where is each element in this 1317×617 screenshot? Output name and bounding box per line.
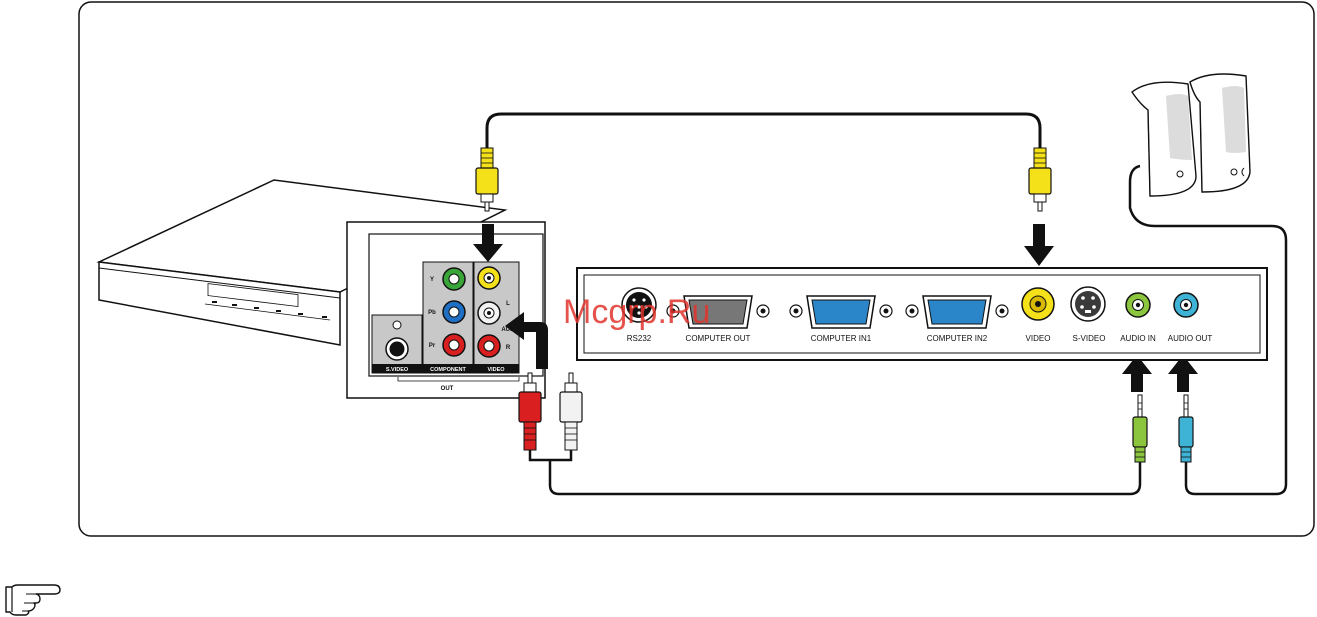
- dvd-y-label: Y: [430, 277, 434, 283]
- label-audio-in: AUDIO IN: [1120, 334, 1156, 343]
- watermark: Mcgrp.Ru: [563, 293, 710, 331]
- dvd-out-label: OUT: [441, 386, 454, 392]
- dvd-component-y-port: [443, 268, 465, 290]
- dvd-l-label: L: [506, 301, 510, 307]
- dvd-svideo-label: S.VIDEO: [386, 367, 409, 373]
- yellow-rca-plug-right: [1029, 148, 1051, 211]
- label-video: VIDEO: [1026, 334, 1051, 343]
- label-computer-in2: COMPUTER IN2: [927, 334, 988, 343]
- label-rs232: RS232: [627, 334, 652, 343]
- pointing-hand-icon: [6, 585, 60, 615]
- label-computer-in1: COMPUTER IN1: [811, 334, 872, 343]
- label-computer-out: COMPUTER OUT: [686, 334, 751, 343]
- projector-video-port: [1022, 288, 1054, 320]
- speaker-right: [1190, 74, 1250, 192]
- audio-in-port: [1126, 293, 1150, 317]
- cyan-minijack-plug: [1179, 395, 1193, 462]
- dvd-component-label: COMPONENT: [430, 367, 466, 373]
- green-minijack-plug: [1133, 395, 1147, 462]
- arrow-down-projector-video: [1024, 224, 1054, 266]
- audio-out-port: [1174, 293, 1198, 317]
- dvd-rear-panel: S.VIDEO Y Pb Pr COMPONENT: [347, 222, 545, 398]
- video-cable: [487, 114, 1040, 148]
- white-rca-plug: [560, 373, 582, 450]
- dvd-video-label: VIDEO: [487, 367, 505, 373]
- dvd-r-label: R: [506, 345, 511, 351]
- dvd-component-pr-port: [443, 334, 465, 356]
- speakers: [1132, 74, 1250, 196]
- speaker-left: [1132, 82, 1196, 196]
- dvd-audio-r-port: [478, 335, 500, 357]
- dvd-component-pb-port: [443, 301, 465, 323]
- projector-svideo-port: [1071, 287, 1105, 321]
- label-audio-out: AUDIO OUT: [1168, 334, 1213, 343]
- dvd-video-port: [478, 267, 500, 289]
- yellow-rca-plug-left: [476, 148, 498, 211]
- audio-in-cable: [530, 450, 1140, 494]
- label-s-video: S-VIDEO: [1073, 334, 1106, 343]
- dvd-pr-label: Pr: [429, 343, 436, 349]
- dvd-pb-label: Pb: [428, 310, 436, 316]
- dvd-audio-l-port: [478, 302, 500, 324]
